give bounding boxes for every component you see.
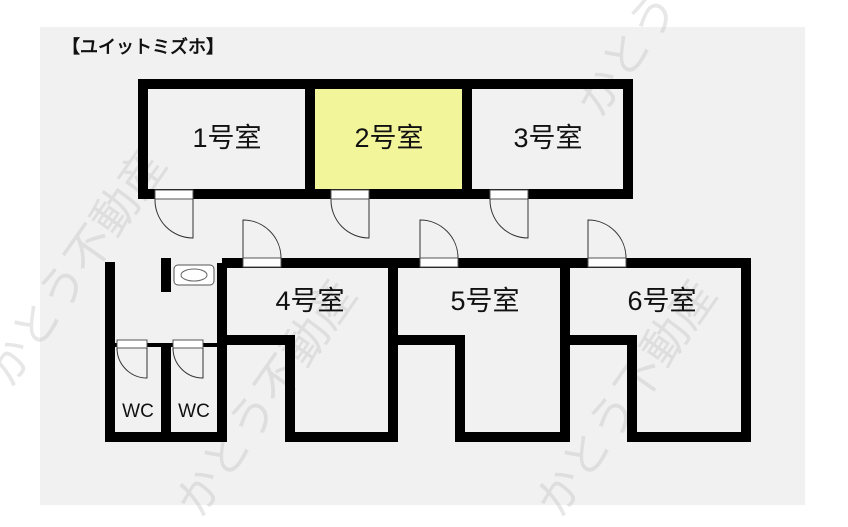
room-6-label: 6号室 — [627, 286, 696, 316]
room-2-label: 2号室 — [354, 123, 423, 153]
lower-doors — [116, 219, 627, 379]
top-row-doors — [154, 189, 529, 239]
room-3-label: 3号室 — [513, 123, 582, 153]
toilet-2-label: WC — [178, 401, 210, 422]
svg-text:かとう不動産: かとう不動産 — [565, 0, 768, 126]
room-2-highlight — [315, 87, 463, 190]
svg-text:かとう不動産: かとう不動産 — [525, 269, 728, 526]
room-5-label: 5号室 — [450, 286, 519, 316]
top-row-walls — [138, 79, 633, 199]
building-name: 【ユイットミズホ】 — [62, 37, 224, 57]
toilet-1-label: WC — [122, 401, 154, 422]
room-1-label: 1号室 — [192, 123, 261, 153]
svg-text:かとう不動産: かとう不動産 — [0, 139, 177, 396]
room-4-label: 4号室 — [275, 286, 344, 316]
sink-icon — [173, 264, 215, 286]
